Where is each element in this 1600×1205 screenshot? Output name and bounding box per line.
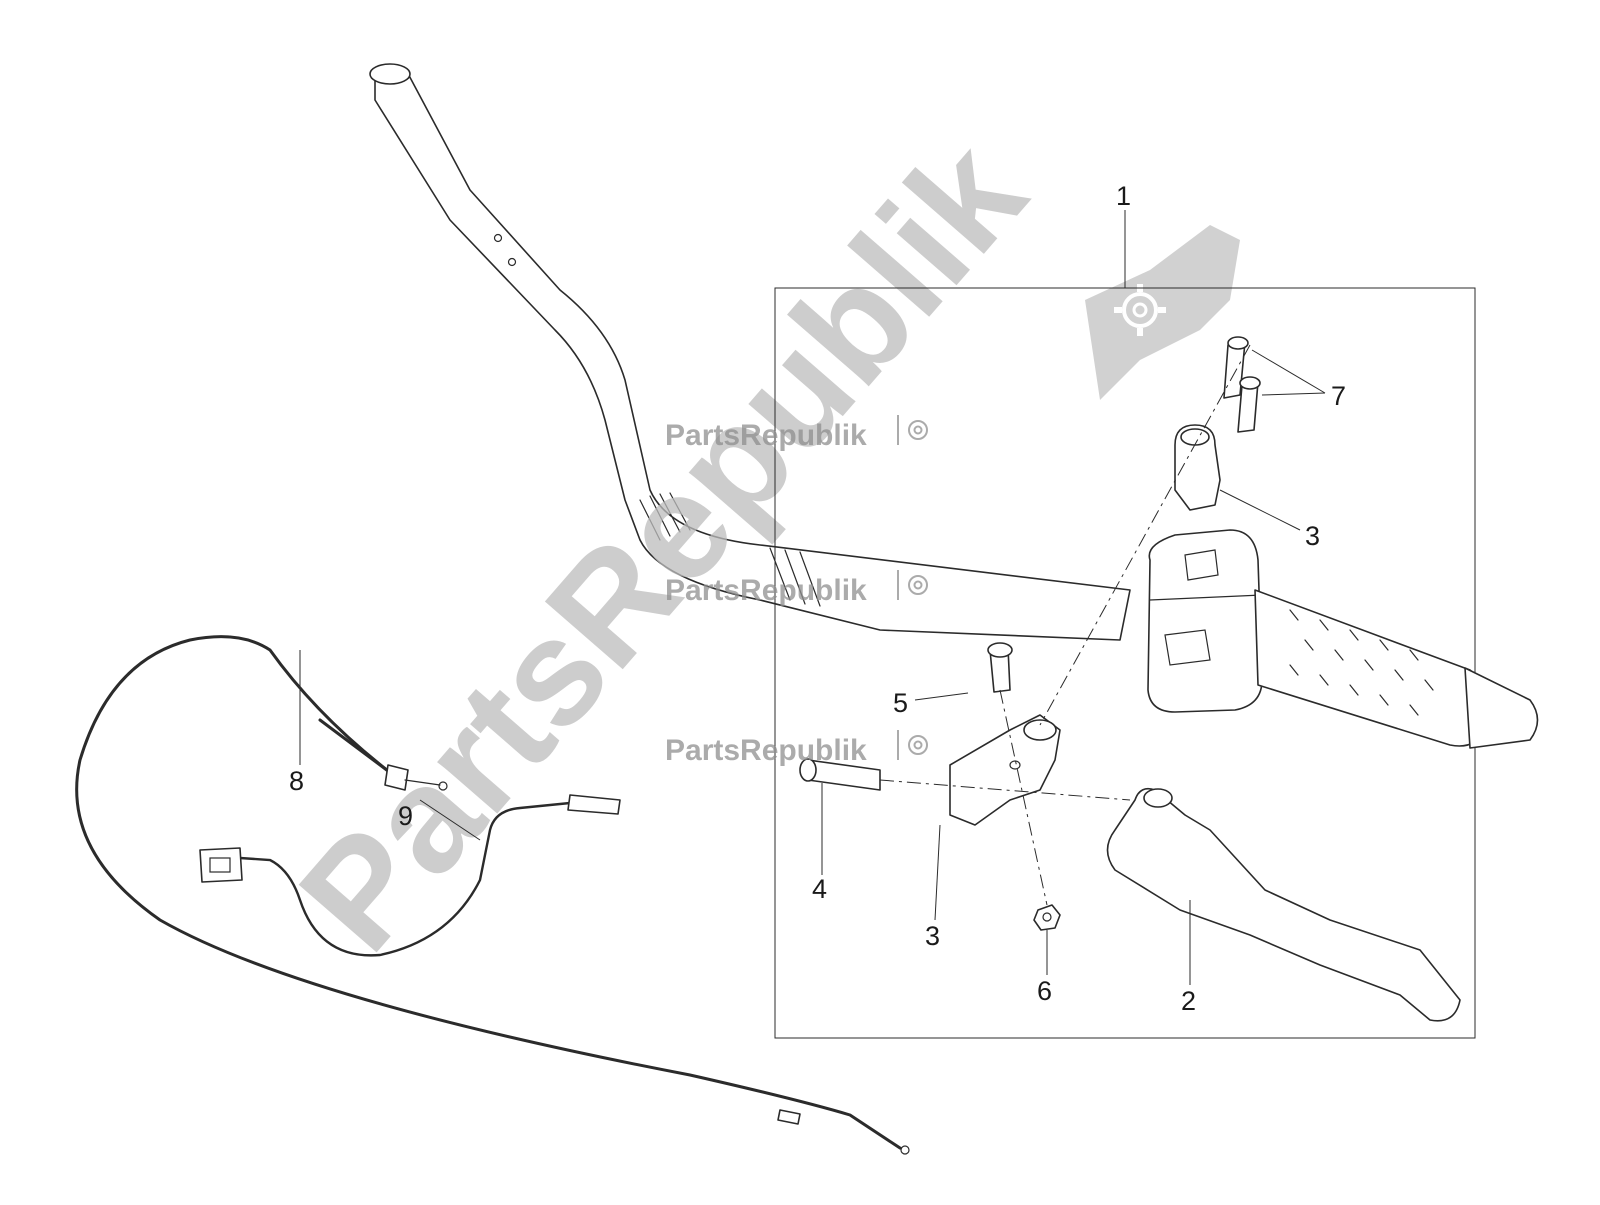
callout-6[interactable]: 6 <box>1037 976 1052 1006</box>
switch-housing[interactable] <box>1147 529 1263 713</box>
callout-3-bracket[interactable]: 3 <box>925 921 940 951</box>
lock-nut[interactable] <box>1033 904 1061 931</box>
watermark-flag-icon <box>1085 225 1240 400</box>
clutch-lever[interactable] <box>1106 787 1461 1022</box>
bolt-lower[interactable] <box>1237 376 1261 433</box>
watermark-big: PartsRepublik <box>267 109 1056 981</box>
callout-4[interactable]: 4 <box>812 874 827 904</box>
gear-icon <box>897 415 928 445</box>
upper-clamp[interactable] <box>1174 424 1221 511</box>
watermark-text-1: PartsRepublik <box>665 419 867 452</box>
callout-9[interactable]: 9 <box>398 801 413 831</box>
callout-7[interactable]: 7 <box>1331 381 1346 411</box>
callout-5[interactable]: 5 <box>893 688 908 718</box>
callout-8[interactable]: 8 <box>289 766 304 796</box>
watermark-row-2: PartsRepublik <box>665 570 928 607</box>
switch-harness[interactable] <box>199 794 621 957</box>
lever-bracket[interactable] <box>949 714 1061 826</box>
watermark-text-2: PartsRepublik <box>665 574 867 607</box>
gear-icon <box>1114 284 1166 336</box>
callout-3-clamp[interactable]: 3 <box>1305 521 1320 551</box>
watermark-brand-text: PartsRepublik <box>267 109 1056 981</box>
callout-2[interactable]: 2 <box>1181 986 1196 1016</box>
bolt-upper[interactable] <box>1223 336 1249 399</box>
callout-1[interactable]: 1 <box>1116 181 1131 211</box>
clutch-cable[interactable] <box>75 635 910 1155</box>
pivot-pin[interactable] <box>987 642 1013 693</box>
gear-icon <box>897 570 928 600</box>
hand-grip[interactable] <box>1254 589 1539 749</box>
gear-icon <box>897 730 928 760</box>
watermark-row-1: PartsRepublik <box>665 415 928 452</box>
spacer-sleeve[interactable] <box>799 758 881 791</box>
leader-lines <box>299 210 1326 985</box>
handlebar[interactable] <box>369 63 1131 641</box>
watermark-text-3: PartsRepublik <box>665 734 867 767</box>
watermark-row-3: PartsRepublik <box>665 730 928 767</box>
